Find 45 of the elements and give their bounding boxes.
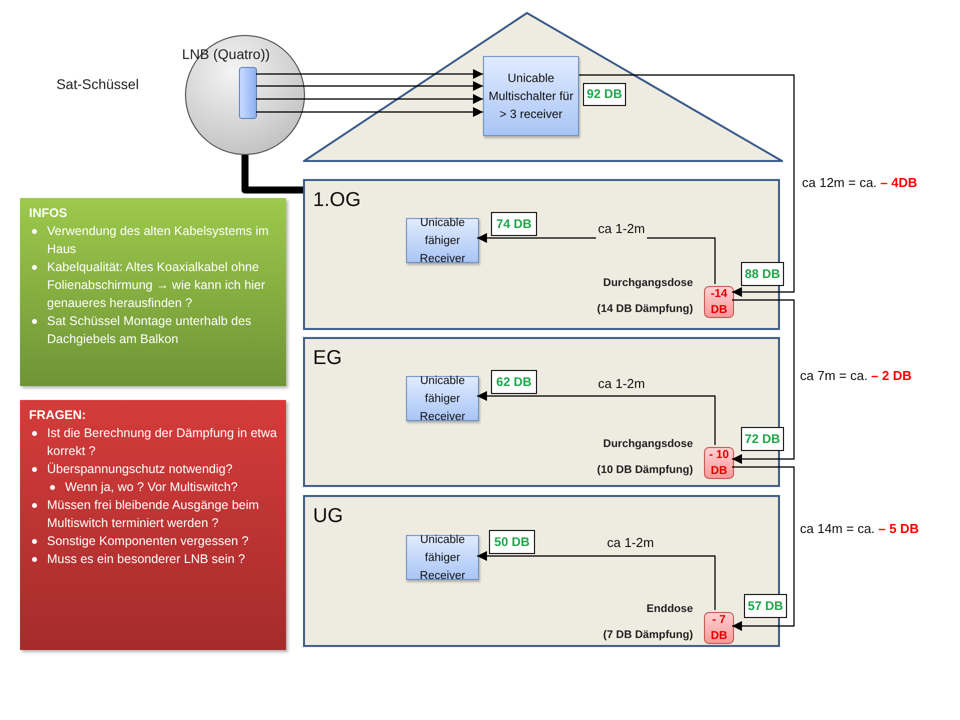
arrow [732,466,795,631]
socket-caption: (14 DB Dämpfung) [597,302,693,317]
receiver-box: Unicable fähiger Receiver [406,218,479,263]
level-box: 62 DB [491,370,537,394]
level-box: 50 DB [489,530,535,554]
receiver-box: Unicable fähiger Receiver [406,535,479,580]
level-box: 92 DB [583,83,626,106]
panel-heading: INFOS [29,205,68,222]
bullet-item: Sat Schüssel Montage unterhalb des Dachgiebels am Balkon [29,312,277,348]
level-box: 57 DB [744,594,787,618]
floor-label: EG [313,346,342,371]
arrow [256,69,483,79]
receiver-box: Unicable fähiger Receiver [406,376,479,421]
level-box: 74 DB [491,212,537,236]
arrow [477,391,716,445]
multiswitch-box: Unicable Multischalter für > 3 receiver [483,56,579,136]
bullet-item: Muss es ein besonderer LNB sein ? [29,550,277,568]
bullet-item: Überspannungschutz notwendig? [29,460,277,478]
arrow [579,74,795,297]
arrow [477,551,716,610]
note-panel [20,400,286,650]
panel-heading: FRAGEN: [29,407,87,424]
arrow [732,299,795,464]
socket-caption: Durchgangsdose [603,276,693,291]
dish-label: Sat-Schüssel [56,75,139,94]
bullet-item: Sonstige Komponenten vergessen ? [29,532,277,550]
bullet-item: Wenn ja, wo ? Vor Multiswitch? [29,478,277,496]
lnb-block [239,67,257,119]
cable-line [242,155,303,194]
bullet-item: Kabelqualität: Altes Koaxialkabel ohne Folienabschirmung → wie kann ich hier genaueres herausfinden ? [29,258,277,312]
arrow [256,81,483,91]
note-panel [20,198,286,386]
bullet-item: Ist die Berechnung der Dämpfung in etwa korrekt ? [29,424,277,460]
socket-caption: Enddose [646,602,693,617]
socket-caption: (7 DB Dämpfung) [603,628,693,643]
bullet-item: Verwendung des alten Kabelsystems im Haus [29,222,277,258]
level-box: 88 DB [741,262,784,286]
arrow [256,94,483,104]
level-box: 72 DB [741,427,784,451]
bullet-item: Müssen frei bleibende Ausgänge beim Multiswitch terminiert werden ? [29,496,277,532]
arrow [256,107,483,117]
socket-caption: (10 DB Dämpfung) [597,463,693,478]
floor-label: 1.OG [313,188,361,213]
socket-caption: Durchgangsdose [603,437,693,452]
floor-label: UG [313,504,343,529]
